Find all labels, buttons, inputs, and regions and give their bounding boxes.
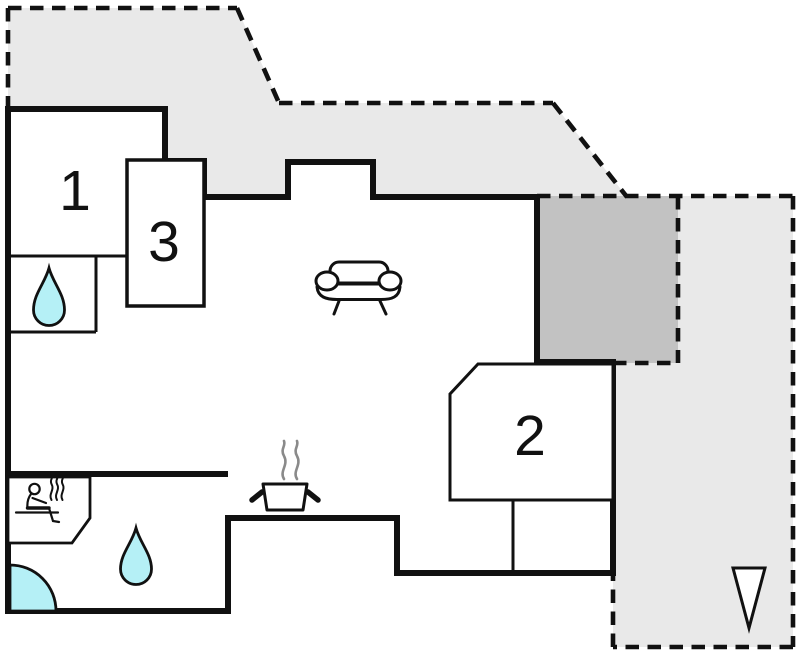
sofa-leg-right: [378, 299, 388, 316]
stove-pot-icon: [249, 439, 321, 512]
sauna-steam-3: [60, 475, 65, 501]
sofa-armrest-left: [314, 270, 340, 292]
sofa-armrest-right: [377, 270, 403, 292]
sauna-person-head: [28, 482, 41, 496]
water-drop-small-icon: [32, 262, 66, 327]
terrace-dashed-boundary: [5, 5, 796, 650]
north-arrow-icon: [731, 566, 767, 634]
pot-body: [261, 482, 309, 512]
sofa-icon: [314, 260, 403, 316]
sofa-leg-left: [332, 299, 341, 316]
sauna-person-icon: [14, 475, 65, 524]
room-2-label: 2: [514, 404, 546, 468]
corner-shower-icon: [8, 563, 58, 613]
room-1-label: 1: [59, 159, 91, 223]
sauna-person-arm: [31, 496, 48, 505]
room-2-outline: [448, 362, 615, 502]
sofa-seat: [315, 285, 402, 301]
pot-handle-left: [249, 489, 265, 503]
pot-steam-1: [281, 439, 287, 481]
sauna-steam-1: [49, 475, 54, 501]
dashed-diagonal-2: [551, 101, 629, 199]
water-drop-large-icon: [119, 522, 153, 586]
pot-steam-2: [294, 439, 300, 481]
covered-terrace-area: [537, 196, 678, 363]
room-3-outline: [125, 158, 206, 308]
sauna-steam-2: [55, 475, 59, 501]
pot-handle-right: [305, 489, 321, 503]
room-3-label: 3: [148, 210, 180, 274]
dashed-diagonal-1: [234, 7, 282, 104]
